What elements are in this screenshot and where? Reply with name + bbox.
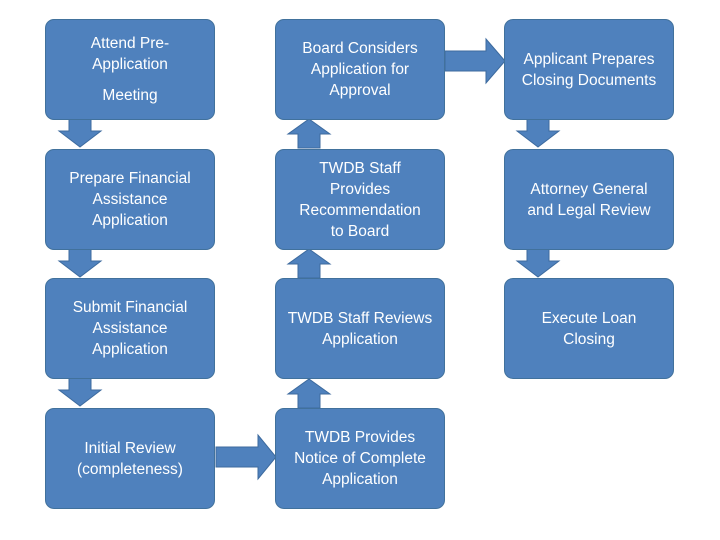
step-text-line: Applicant Prepares (523, 50, 655, 68)
step-prepare-financial-assistance-application: Prepare Financial Assistance Application (45, 149, 215, 250)
arrow-down-1 (57, 118, 103, 148)
step-text-line: to Board (330, 222, 390, 240)
step-text-line: Application (92, 212, 168, 229)
step-text-line: TWDB Staff Reviews (287, 309, 433, 327)
step-text-line: Assistance (92, 191, 168, 208)
arrow-up-3 (286, 118, 332, 149)
step-text-line: and Legal Review (527, 201, 651, 219)
arrow-down-3 (57, 377, 103, 407)
step-text-line: Prepare Financial (69, 170, 191, 187)
arrow-up-1 (286, 378, 332, 409)
step-text-line: Recommendation (299, 201, 421, 219)
step-text-line: Attorney General (530, 180, 648, 198)
step-text-line: Board Considers (302, 40, 418, 57)
step-text-line: Application for (310, 61, 410, 78)
step-text-line: Initial Review (84, 439, 176, 457)
step-attend-pre-application-meeting: Attend Pre- Application Meeting (45, 19, 215, 120)
step-text-line: Execute Loan (541, 309, 637, 327)
arrow-down-5 (515, 248, 561, 278)
step-text-line: Assistance (92, 320, 168, 337)
step-text-line: TWDB Staff (319, 159, 401, 177)
step-text-line: Application (322, 471, 398, 488)
arrow-up-2 (286, 248, 332, 279)
step-applicant-prepares-closing-documents: Applicant Prepares Closing Documents (504, 19, 674, 120)
step-text-line: Application (322, 330, 398, 348)
step-submit-financial-assistance-application: Submit Financial Assistance Application (45, 278, 215, 379)
step-text-line: Closing Documents (521, 71, 657, 89)
step-board-considers-application: Board Considers Application for Approval (275, 19, 445, 120)
step-twdb-staff-reviews-application: TWDB Staff Reviews Application (275, 278, 445, 379)
step-text-line: Submit Financial (72, 299, 188, 316)
arrow-down-4 (515, 118, 561, 148)
step-text-line: Approval (329, 82, 391, 99)
step-text-line: TWDB Provides (304, 429, 416, 446)
step-twdb-notice-of-complete-application: TWDB Provides Notice of Complete Applica… (275, 408, 445, 509)
step-text-line: Notice of Complete (294, 450, 426, 467)
step-text-line: Meeting (102, 87, 158, 104)
step-text-line: (completeness) (77, 460, 183, 478)
arrow-right-board-to-closing (444, 37, 506, 85)
step-text-line: Application (92, 341, 168, 358)
arrow-right-review-to-notice (215, 433, 277, 481)
step-text-line: Provides (329, 180, 391, 198)
step-text-line: Application (92, 56, 168, 73)
arrow-down-2 (57, 248, 103, 278)
step-execute-loan-closing: Execute Loan Closing (504, 278, 674, 379)
step-twdb-staff-recommendation: TWDB Staff Provides Recommendation to Bo… (275, 149, 445, 250)
step-text-line: Closing (563, 330, 615, 348)
step-text-line: Attend Pre- (90, 35, 170, 52)
step-initial-review: Initial Review (completeness) (45, 408, 215, 509)
step-attorney-general-legal-review: Attorney General and Legal Review (504, 149, 674, 250)
